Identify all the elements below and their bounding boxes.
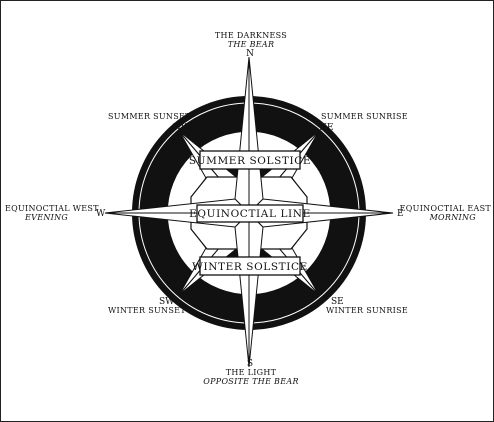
south-line1: THE LIGHT [226,368,277,377]
northeast-letter: NE [319,123,333,133]
southeast-label: WINTER SUNRISE [326,306,408,315]
equinoctial-line-label: EQUINOCTIAL LINE [189,208,311,220]
north-letter: N [246,49,254,59]
north-line2: THE BEAR [228,40,275,49]
east-line2: MORNING [429,213,477,222]
south-letter: S [247,359,253,369]
west-line2: EVENING [24,213,68,222]
equinoctial-band: EQUINOCTIAL LINE [189,204,311,223]
east-letter: E [397,209,404,219]
ring-dot [314,170,320,176]
northeast-label: SUMMER SUNRISE [321,112,408,121]
summer-solstice-label: SUMMER SOLSTICE [189,155,311,167]
north-line1: THE DARKNESS [215,31,287,40]
southwest-label: WINTER SUNSET [108,306,186,315]
winter-solstice-label: WINTER SOLSTICE [192,261,308,273]
winter-solstice-band: WINTER SOLSTICE [192,256,308,276]
east-line1: EQUINOCTIAL EAST [400,204,492,213]
southeast-letter: SE [331,297,344,307]
southwest-letter: SW [159,297,175,307]
northwest-label: SUMMER SUNSET [108,112,191,121]
south-line2: OPPOSITE THE BEAR [203,377,299,386]
west-letter: W [96,209,106,219]
northwest-letter: NW [173,123,191,133]
summer-solstice-band: SUMMER SOLSTICE [189,150,311,170]
west-line1: EQUINOCTIAL WEST [5,204,99,213]
